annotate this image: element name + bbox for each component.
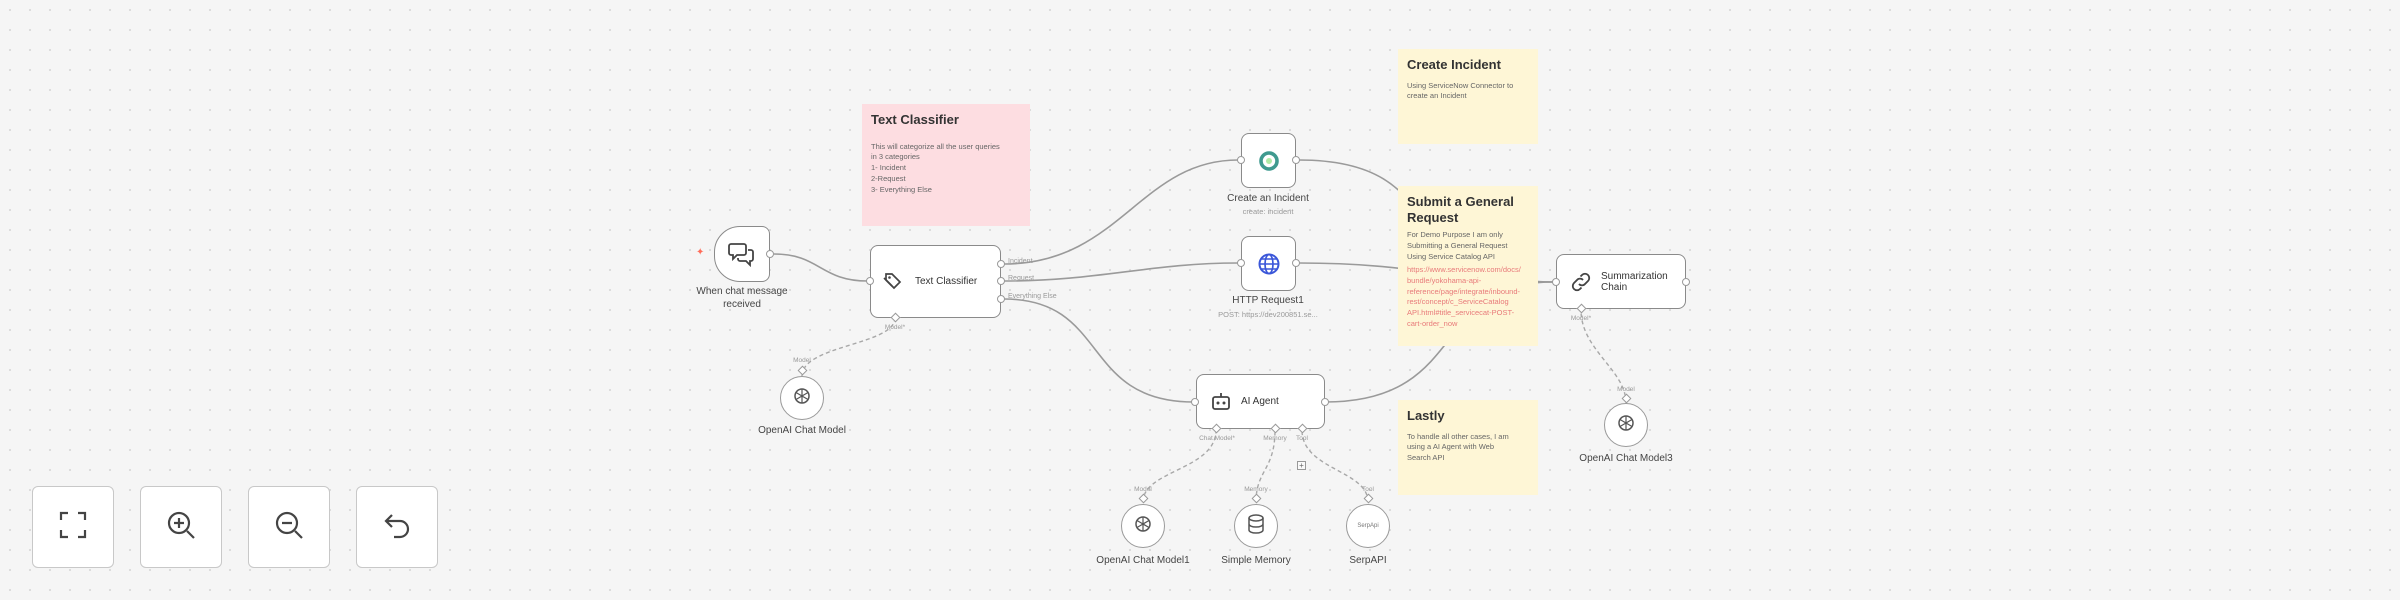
node-label: When chat message received bbox=[696, 286, 788, 310]
node-label: Simple Memory bbox=[1221, 555, 1291, 566]
sticky-body: To handle all other cases, I am using a … bbox=[1407, 431, 1509, 463]
edge-incident-to-servicenow bbox=[1003, 159, 1239, 265]
model-output-port[interactable] bbox=[797, 365, 808, 376]
output-label-tool: Tool bbox=[1362, 486, 1374, 493]
sticky-body: This will categorize all the user querie… bbox=[871, 141, 1000, 195]
output-label-everything-else: Everything Else bbox=[1008, 293, 1057, 300]
output-label-model: Model bbox=[1617, 386, 1635, 393]
node-title: Text Classifier bbox=[915, 276, 978, 287]
servicenow-icon bbox=[1257, 149, 1281, 173]
sticky-title: Lastly bbox=[1407, 408, 1445, 423]
openai-icon bbox=[1133, 514, 1153, 539]
http-request-node[interactable] bbox=[1241, 236, 1296, 291]
edge-trigger-to-classifier bbox=[773, 253, 869, 282]
zoom-out-icon bbox=[274, 510, 304, 545]
zoom-in-button[interactable] bbox=[140, 486, 222, 568]
link-chain-icon bbox=[1569, 270, 1593, 294]
output-label-model: Model bbox=[793, 357, 811, 364]
sticky-note-create-incident[interactable]: Create Incident Using ServiceNow Connect… bbox=[1398, 49, 1538, 144]
chat-bubbles-icon bbox=[727, 239, 757, 269]
output-port[interactable] bbox=[1292, 259, 1300, 267]
sticky-body: Using ServiceNow Connector to create an … bbox=[1407, 80, 1514, 101]
input-port[interactable] bbox=[1191, 398, 1199, 406]
tool-output-port[interactable] bbox=[1363, 493, 1374, 504]
input-label-model: Model* bbox=[1570, 315, 1592, 322]
model-output-port[interactable] bbox=[1138, 493, 1149, 504]
output-label-model: Model bbox=[1134, 486, 1152, 493]
node-label: OpenAI Chat Model3 bbox=[1579, 453, 1673, 464]
openai-chat-model1-node[interactable] bbox=[1121, 504, 1165, 548]
reset-zoom-button[interactable] bbox=[356, 486, 438, 568]
edge-model1-to-classifier bbox=[801, 317, 896, 377]
output-port[interactable] bbox=[766, 250, 774, 258]
tags-icon bbox=[881, 270, 905, 294]
output-port-request[interactable] bbox=[997, 277, 1005, 285]
output-port[interactable] bbox=[1682, 278, 1690, 286]
input-port[interactable] bbox=[1552, 278, 1560, 286]
text-classifier-node[interactable]: Text Classifier bbox=[870, 245, 1001, 318]
output-port-everything-else[interactable] bbox=[997, 295, 1005, 303]
edge-else-to-agent bbox=[1003, 298, 1195, 403]
zoom-in-icon bbox=[166, 510, 196, 545]
fit-view-button[interactable] bbox=[32, 486, 114, 568]
node-label: OpenAI Chat Model bbox=[758, 425, 846, 436]
fit-view-icon bbox=[58, 510, 88, 545]
output-port[interactable] bbox=[1321, 398, 1329, 406]
sticky-title: Create Incident bbox=[1407, 57, 1501, 72]
sticky-title: Text Classifier bbox=[871, 112, 959, 127]
model-output-port[interactable] bbox=[1621, 393, 1632, 404]
add-tool-button[interactable]: + bbox=[1297, 461, 1306, 470]
input-label-chat-model: Chat Model* bbox=[1199, 435, 1235, 442]
ai-agent-node[interactable]: AI Agent bbox=[1196, 374, 1325, 429]
memory-output-port[interactable] bbox=[1251, 493, 1262, 504]
sticky-note-text-classifier[interactable]: Text Classifier This will categorize all… bbox=[862, 104, 1030, 226]
summarization-chain-node[interactable]: Summarization Chain bbox=[1556, 254, 1686, 309]
sticky-note-general-request[interactable]: Submit a General Request For Demo Purpos… bbox=[1398, 186, 1538, 346]
globe-icon bbox=[1257, 252, 1281, 276]
output-port-incident[interactable] bbox=[997, 260, 1005, 268]
input-port[interactable] bbox=[866, 277, 874, 285]
edge-request-to-http bbox=[1003, 262, 1239, 282]
input-port[interactable] bbox=[1237, 259, 1245, 267]
output-label-request: Request bbox=[1008, 275, 1035, 282]
trigger-marker-icon: ✦ bbox=[696, 247, 705, 258]
sticky-link[interactable]: https://www.servicenow.com/docs/ bundle/… bbox=[1407, 264, 1521, 329]
output-label-memory: Memory bbox=[1244, 486, 1268, 493]
serpapi-node[interactable]: SerpApi bbox=[1346, 504, 1390, 548]
chat-trigger-node[interactable] bbox=[714, 226, 770, 282]
node-sublabel: POST: https://dev200851.se... bbox=[1218, 310, 1318, 319]
servicenow-node[interactable] bbox=[1241, 133, 1296, 188]
sticky-title: Submit a General Request bbox=[1407, 194, 1514, 225]
robot-icon bbox=[1209, 390, 1233, 414]
simple-memory-node[interactable] bbox=[1234, 504, 1278, 548]
output-port[interactable] bbox=[1292, 156, 1300, 164]
sticky-body: For Demo Purpose I am only Submitting a … bbox=[1407, 230, 1508, 261]
openai-chat-model3-node[interactable] bbox=[1604, 403, 1648, 447]
openai-chat-model-node[interactable] bbox=[780, 376, 824, 420]
undo-icon bbox=[382, 510, 412, 545]
input-label-model: Model* bbox=[884, 324, 906, 331]
node-label: Create an Incident bbox=[1227, 193, 1309, 204]
serpapi-logo-icon: SerpApi bbox=[1357, 523, 1379, 529]
node-label: HTTP Request1 bbox=[1232, 295, 1304, 306]
node-title: AI Agent bbox=[1241, 396, 1279, 407]
output-label-incident: Incident bbox=[1008, 258, 1033, 265]
sticky-note-lastly[interactable]: Lastly To handle all other cases, I am u… bbox=[1398, 400, 1538, 495]
node-sublabel: create: incident bbox=[1242, 207, 1294, 216]
openai-icon bbox=[1616, 413, 1636, 438]
input-label-memory: Memory bbox=[1263, 435, 1287, 442]
node-label: OpenAI Chat Model1 bbox=[1096, 555, 1190, 566]
node-title: Summarization Chain bbox=[1601, 271, 1668, 293]
input-port[interactable] bbox=[1237, 156, 1245, 164]
openai-icon bbox=[792, 386, 812, 411]
database-icon bbox=[1246, 513, 1266, 540]
zoom-out-button[interactable] bbox=[248, 486, 330, 568]
node-label: SerpAPI bbox=[1349, 555, 1387, 566]
edge-serpapi-to-agent bbox=[1301, 429, 1369, 503]
input-label-tool: Tool bbox=[1296, 435, 1308, 442]
